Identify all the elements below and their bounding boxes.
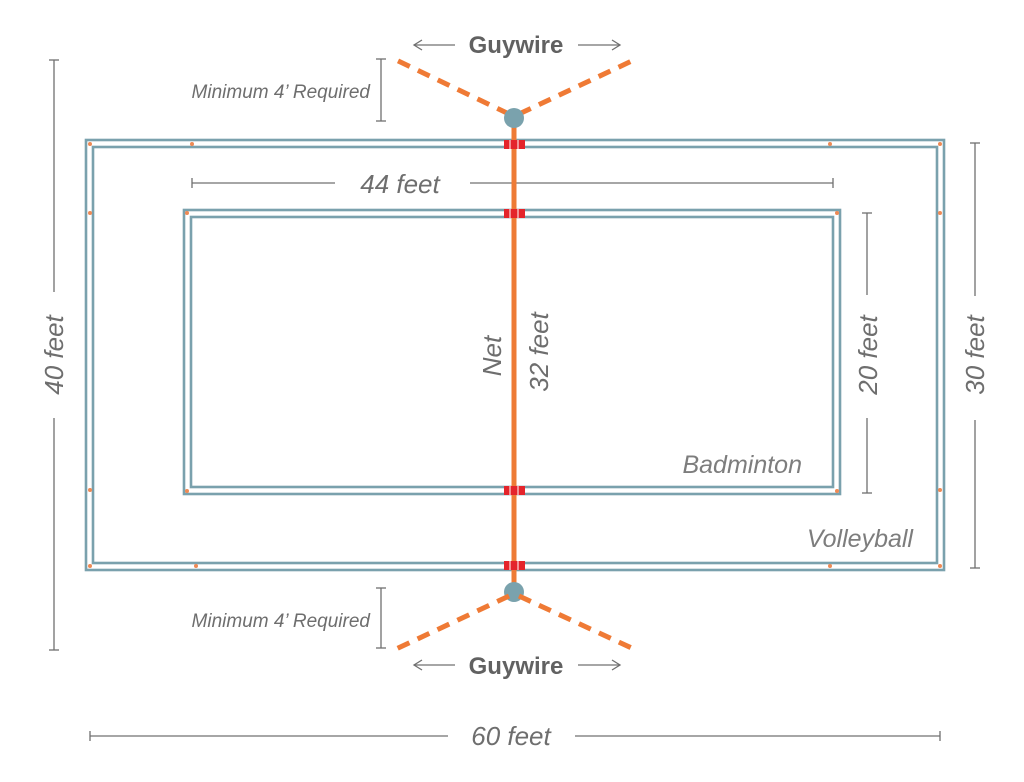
guywire-bottom-left bbox=[392, 593, 511, 653]
min-required-top-bracket bbox=[376, 58, 386, 122]
net: Net 32 feet bbox=[477, 108, 554, 602]
net-markers bbox=[504, 140, 525, 570]
top-guywire-group: Guywire Minimum 4’ Required bbox=[192, 32, 638, 122]
height-30-label: 30 feet bbox=[960, 313, 990, 394]
guywire-bottom-arrow bbox=[412, 659, 622, 671]
volleyball-corner-dots bbox=[88, 142, 942, 568]
guywire-top-right bbox=[517, 56, 638, 117]
dimension-20-feet bbox=[862, 212, 872, 494]
badminton-label: Badminton bbox=[682, 451, 802, 479]
width-44-label: 44 feet bbox=[360, 169, 441, 199]
pole-top bbox=[504, 108, 524, 128]
width-60-label: 60 feet bbox=[471, 721, 552, 751]
height-20-label: 20 feet bbox=[853, 313, 883, 395]
dimension-40-feet bbox=[49, 59, 59, 651]
bottom-guywire-group: Guywire Minimum 4’ Required bbox=[192, 587, 638, 680]
volleyball-label: Volleyball bbox=[807, 525, 915, 553]
min-required-top-label: Minimum 4’ Required bbox=[192, 82, 372, 103]
guywire-bottom-right bbox=[517, 593, 638, 653]
guywire-bottom-label: Guywire bbox=[469, 653, 564, 680]
guywire-top-left bbox=[392, 56, 511, 117]
height-40-label: 40 feet bbox=[39, 313, 69, 394]
dimension-44-feet bbox=[191, 178, 834, 188]
guywire-top-arrow bbox=[412, 39, 622, 51]
net-label: Net bbox=[477, 334, 507, 376]
min-required-bottom-bracket bbox=[376, 587, 386, 649]
guywire-top-label: Guywire bbox=[469, 32, 564, 59]
badminton-corner-dots bbox=[185, 211, 839, 493]
dimension-30-feet bbox=[970, 142, 980, 569]
net-length-label: 32 feet bbox=[524, 310, 554, 391]
min-required-bottom-label: Minimum 4’ Required bbox=[192, 611, 372, 632]
net-marker-dividers bbox=[509, 140, 519, 570]
dimension-60-feet bbox=[89, 731, 941, 741]
